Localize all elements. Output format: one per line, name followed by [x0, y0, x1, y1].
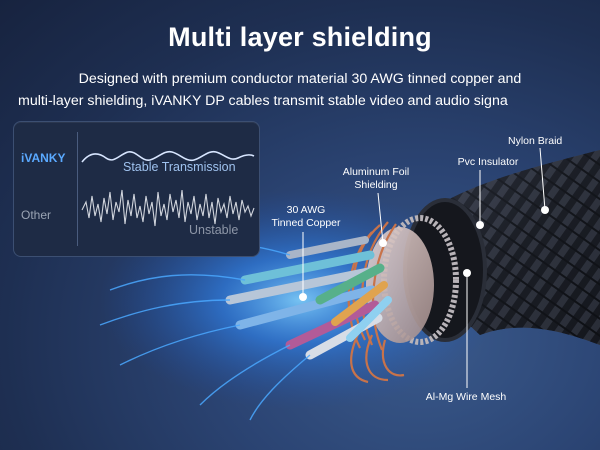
foil-pointer-dot	[379, 239, 387, 247]
unstable-wave	[81, 189, 255, 227]
other-label: Other	[21, 208, 52, 222]
stable-wave	[81, 150, 255, 163]
inner-conductors	[225, 236, 392, 360]
signal-comparison-panel: iVANKY Other Stable Transmission Unstabl…	[13, 121, 260, 257]
light-streaks	[99, 241, 311, 421]
aluminum-foil	[366, 227, 434, 343]
panel-divider	[77, 132, 78, 246]
callout-lines	[302, 147, 546, 388]
pvc-pointer-dot	[476, 221, 484, 229]
subtitle-line-2: multi-layer shielding, iVANKY DP cables …	[18, 93, 508, 109]
callout-tinned-copper: 30 AWG Tinned Copper	[271, 204, 341, 229]
mesh-pointer-dot	[463, 269, 471, 277]
stable-caption: Stable Transmission	[123, 160, 236, 174]
page-title: Multi layer shielding	[168, 22, 432, 52]
callout-nylon-braid: Nylon Braid	[508, 135, 563, 147]
awg-pointer-dot	[299, 293, 307, 301]
unstable-caption: Unstable	[189, 223, 239, 237]
callout-wire-mesh: Al-Mg Wire Mesh	[425, 391, 507, 403]
subtitle-line-1: Designed with premium conductor material…	[78, 71, 522, 87]
page-subtitle: Designed with premium conductor material…	[0, 68, 600, 112]
brand-label: iVANKY	[21, 151, 66, 165]
callout-aluminum-foil: Aluminum Foil Shielding	[342, 166, 410, 191]
callout-pvc-insulator: Pvc Insulator	[457, 156, 519, 168]
braid-pointer-dot	[541, 206, 549, 214]
waveform-graphic	[81, 150, 255, 227]
